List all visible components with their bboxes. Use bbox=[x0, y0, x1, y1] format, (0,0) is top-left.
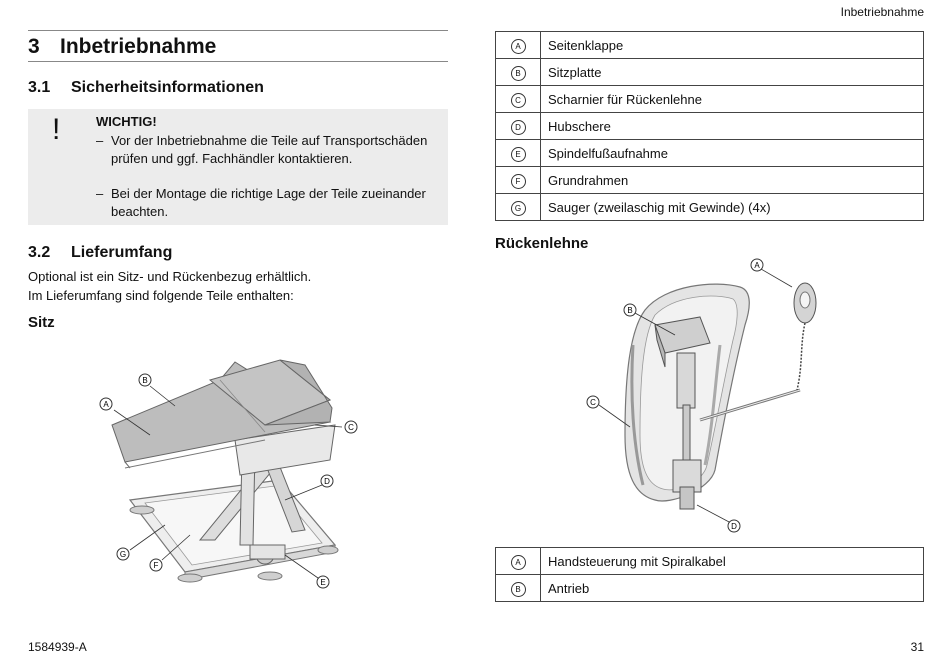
callout-c-label: C bbox=[348, 423, 354, 432]
section-title: Lieferumfang bbox=[71, 244, 173, 261]
table-row: C Scharnier für Rückenlehne bbox=[495, 85, 924, 113]
callout-badge: A bbox=[510, 38, 526, 54]
section-heading-delivery: 3.2 Lieferumfang bbox=[28, 244, 172, 262]
section-heading-safety: 3.1 Sicherheitsinformationen bbox=[28, 79, 264, 97]
warning-icon: ! bbox=[52, 113, 61, 146]
warning-item-text: Vor der Inbetriebnahme die Teile auf Tra… bbox=[111, 133, 428, 166]
callout-d-label: D bbox=[324, 477, 330, 486]
table-row: A Seitenklappe bbox=[495, 31, 924, 59]
section-number: 3.2 bbox=[28, 244, 51, 261]
callout-badge: C bbox=[510, 92, 526, 108]
warning-item: –Bei der Montage die richtige Lage der T… bbox=[96, 185, 456, 221]
callout-a: A bbox=[750, 258, 764, 272]
warning-item: –Vor der Inbetriebnahme die Teile auf Tr… bbox=[96, 132, 456, 168]
part-name: Sauger (zweilaschig mit Gewinde) (4x) bbox=[540, 193, 924, 221]
seat-parts-table: A Seitenklappe B Sitzplatte C Scharnier für… bbox=[495, 31, 924, 221]
callout-f: F bbox=[149, 558, 163, 572]
callout-c: C bbox=[586, 395, 600, 409]
callout-b: B bbox=[623, 303, 637, 317]
part-name: Scharnier für Rückenlehne bbox=[540, 85, 924, 113]
callout-badge: F bbox=[510, 173, 526, 189]
callout-badge: G bbox=[510, 200, 526, 216]
part-name: Handsteuerung mit Spiralkabel bbox=[540, 547, 924, 575]
callout-e-label: E bbox=[320, 578, 325, 587]
callout-b-label: B bbox=[627, 306, 632, 315]
chapter-heading: 3 Inbetriebnahme bbox=[28, 30, 448, 62]
section-number: 3.1 bbox=[28, 79, 51, 96]
delivery-note: Optional ist ein Sitz- und Rückenbezug e… bbox=[28, 269, 312, 284]
table-row: D Hubschere bbox=[495, 112, 924, 140]
callout-g-label: G bbox=[120, 550, 126, 559]
seat-illustration: A B C D E F G bbox=[99, 359, 358, 589]
callout-c-label: C bbox=[590, 398, 596, 407]
callout-a: A bbox=[99, 397, 113, 411]
callout-badge: B bbox=[510, 65, 526, 81]
chapter-title: Inbetriebnahme bbox=[60, 35, 217, 58]
table-row: G Sauger (zweilaschig mit Gewinde) (4x) bbox=[495, 193, 924, 221]
warning-item-text: Bei der Montage die richtige Lage der Te… bbox=[111, 186, 426, 219]
part-name: Seitenklappe bbox=[540, 31, 924, 59]
callout-a-label: A bbox=[103, 400, 109, 409]
running-header: Inbetriebnahme bbox=[840, 5, 924, 19]
callout-badge: D bbox=[510, 119, 526, 135]
callout-d-label: D bbox=[731, 522, 737, 531]
section-title: Sicherheitsinformationen bbox=[71, 79, 264, 96]
callout-c: C bbox=[344, 420, 358, 434]
table-row: B Sitzplatte bbox=[495, 58, 924, 86]
document-number: 1584939-A bbox=[28, 640, 87, 654]
callout-f-label: F bbox=[154, 561, 159, 570]
callout-a-label: A bbox=[754, 261, 760, 270]
page-number: 31 bbox=[910, 640, 924, 654]
part-name: Grundrahmen bbox=[540, 166, 924, 194]
callout-e: E bbox=[316, 575, 330, 589]
table-row: A Handsteuerung mit Spiralkabel bbox=[495, 547, 924, 575]
callout-badge: B bbox=[510, 581, 526, 597]
warning-title: WICHTIG! bbox=[96, 114, 157, 129]
part-name: Hubschere bbox=[540, 112, 924, 140]
warning-box bbox=[28, 109, 448, 225]
backrest-heading: Rückenlehne bbox=[495, 235, 589, 252]
backrest-parts-table: A Handsteuerung mit Spiralkabel B Antrieb bbox=[495, 547, 924, 602]
backrest-illustration: A B C D bbox=[586, 258, 817, 533]
list-dash: – bbox=[96, 186, 104, 201]
table-row: E Spindelfußaufnahme bbox=[495, 139, 924, 167]
table-row: B Antrieb bbox=[495, 574, 924, 602]
callout-d: D bbox=[727, 519, 741, 533]
chapter-number: 3 bbox=[28, 35, 40, 58]
part-name: Spindelfußaufnahme bbox=[540, 139, 924, 167]
callout-d: D bbox=[320, 474, 334, 488]
callout-badge: A bbox=[510, 554, 526, 570]
callout-b: B bbox=[138, 373, 152, 387]
delivery-intro: Im Lieferumfang sind folgende Teile enth… bbox=[28, 288, 294, 303]
part-name: Antrieb bbox=[540, 574, 924, 602]
callout-b-label: B bbox=[142, 376, 147, 385]
seat-heading: Sitz bbox=[28, 314, 55, 331]
callout-badge: E bbox=[510, 146, 526, 162]
callout-g: G bbox=[116, 547, 130, 561]
table-row: F Grundrahmen bbox=[495, 166, 924, 194]
list-dash: – bbox=[96, 133, 104, 148]
part-name: Sitzplatte bbox=[540, 58, 924, 86]
